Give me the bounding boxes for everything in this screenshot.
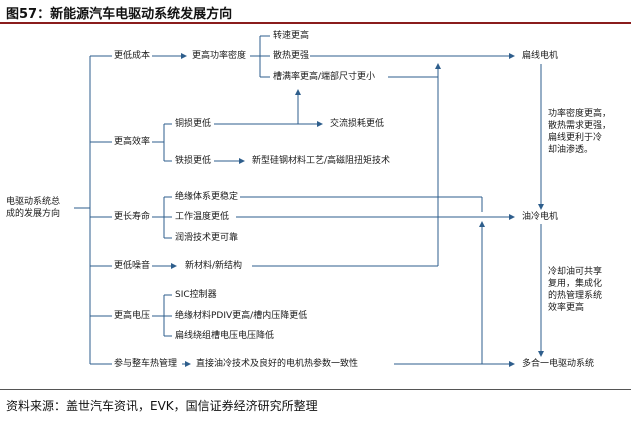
item-insulation: 绝缘体系更稳定 [175,191,239,203]
note-oil-to-integrated: 冷却油可共享 复用，集成化 的热管理系统 效率更高 [548,267,603,313]
item-copper-loss: 铜损更低 [175,118,212,130]
item-sic: SIC控制器 [175,289,217,301]
item-direct-oil: 直接油冷技术及良好的电机热参数一致性 [196,358,359,370]
footer-rule [0,389,631,390]
category-noise: 更低噪音 [114,260,151,272]
item-iron-loss: 铁损更低 [175,155,212,167]
figure-title: 图57：新能源汽车电驱动系统发展方向 [6,7,233,22]
title-rule [0,22,631,24]
item-faster: 转速更高 [273,30,310,42]
item-slot-fill: 槽满率更高/端部尺寸更小 [273,71,376,83]
category-voltage: 更高电压 [114,310,151,322]
source-note: 资料来源：盖世汽车资讯，EVK，国信证券经济研究所整理 [6,399,318,413]
item-silicon-steel: 新型硅钢材料工艺/高磁阻扭矩技术 [252,155,391,167]
item-temp: 工作温度更低 [175,211,230,223]
category-thermal: 参与整车热管理 [114,358,178,370]
item-flat-wire: 扁线绕组槽电压电压降低 [175,330,275,342]
note-flat-to-oil: 功率密度更高， 散热需求更强， 扁线更利于冷 却油渗透。 [548,109,612,155]
category-life: 更长寿命 [114,211,151,223]
item-pdiv: 绝缘材料PDIV更高/槽内压降更低 [175,310,308,322]
root-node: 电驱动系统总 成的发展方向 [6,196,61,220]
outcome-flat-motor: 扁线电机 [522,50,559,62]
item-ac-loss: 交流损耗更低 [330,118,385,130]
outcome-integrated: 多合一电驱动系统 [522,358,595,370]
outcome-oil-motor: 油冷电机 [522,211,559,223]
item-cooling: 散热更强 [273,50,310,62]
category-cost: 更低成本 [114,50,151,62]
category-efficiency: 更高效率 [114,136,151,148]
item-lubrication: 润滑技术更可靠 [175,232,239,244]
item-materials: 新材料/新结构 [185,260,243,272]
item-power-density: 更高功率密度 [192,50,247,62]
